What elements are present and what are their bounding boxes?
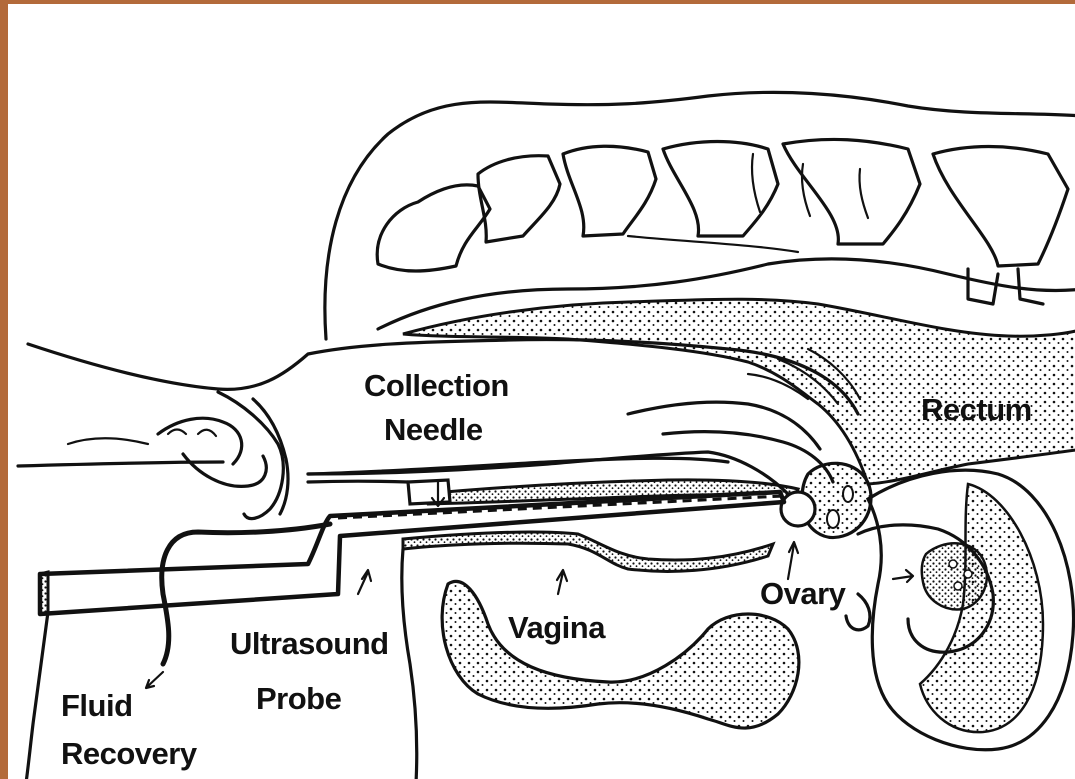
needle-clamp-arm xyxy=(308,481,408,482)
probe-tip xyxy=(40,572,48,614)
embryo xyxy=(922,543,987,609)
ovary-follicle-1 xyxy=(827,510,839,528)
vertebra-4 xyxy=(663,142,778,237)
needle-clamp xyxy=(408,480,450,504)
pelvic-bone xyxy=(442,581,799,728)
cervix xyxy=(846,594,870,630)
ultrasound-probe-body xyxy=(40,492,784,614)
fluid-recovery-hose xyxy=(26,612,48,779)
thumb xyxy=(218,392,283,519)
knuckle-lines xyxy=(168,430,216,437)
label-vagina: Vagina xyxy=(508,610,606,645)
vertebra-1 xyxy=(377,185,490,271)
spine-ridge xyxy=(628,236,798,252)
uterus-group xyxy=(846,470,1074,750)
fluid-arrow xyxy=(146,672,163,688)
ovum-pickup-diagram: Collection Needle Rectum Ovary Vagina Ul… xyxy=(8,4,1075,779)
label-probe: Probe xyxy=(256,681,342,716)
vertebra-6 xyxy=(933,147,1068,267)
vagina-arrow xyxy=(557,570,567,594)
finger-1 xyxy=(158,418,242,464)
vertebra-3 xyxy=(563,146,656,236)
ovary-follicle-2 xyxy=(843,486,853,502)
ovary-follicle-large xyxy=(781,492,815,526)
arm-crease xyxy=(68,438,148,444)
vertebra-2 xyxy=(478,156,560,242)
vertebra-detail-c xyxy=(859,169,868,218)
label-ovary: Ovary xyxy=(760,576,847,611)
label-fluid: Fluid xyxy=(61,688,133,723)
ovary-group xyxy=(781,463,871,537)
vertebra-detail-b xyxy=(802,164,810,216)
pelvis-outline xyxy=(402,549,417,779)
finger-2 xyxy=(183,454,266,486)
label-collection: Collection xyxy=(364,368,509,403)
vertebra-detail-a xyxy=(752,154,760,212)
label-ultrasound: Ultrasound xyxy=(230,626,389,661)
pelvis-group xyxy=(402,549,799,779)
label-recovery: Recovery xyxy=(61,736,198,771)
inner-finger-1 xyxy=(628,402,820,449)
label-rectum: Rectum xyxy=(921,392,1032,427)
probe-arrow xyxy=(358,570,371,594)
ovary-arrow xyxy=(788,542,798,579)
vagina-wall-lower xyxy=(403,532,773,571)
label-needle: Needle xyxy=(384,412,483,447)
